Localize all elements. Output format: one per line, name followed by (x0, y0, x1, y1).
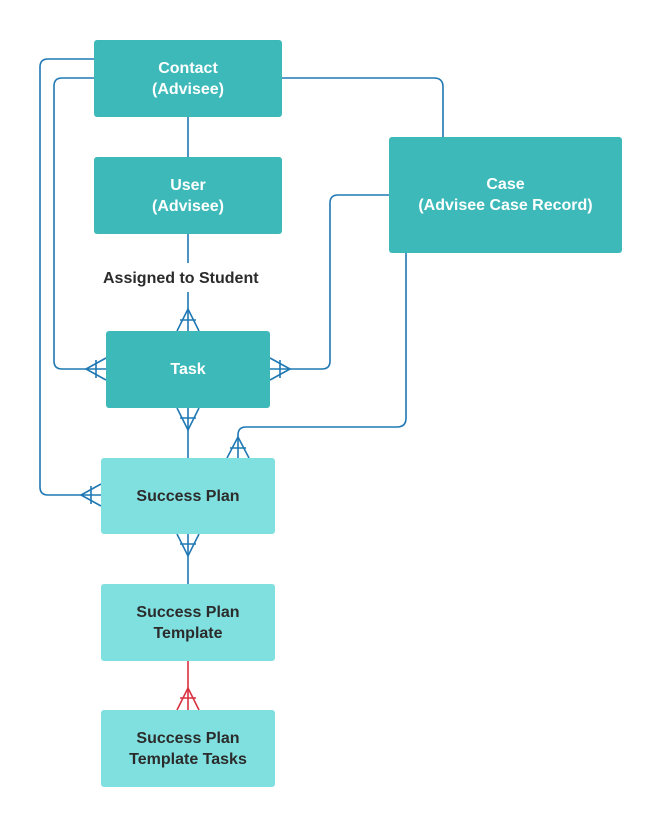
entity-case[interactable]: Case (Advisee Case Record) (389, 137, 622, 253)
crows-foot-task-left (84, 357, 107, 381)
crows-foot-success-plan-left (79, 483, 102, 507)
entity-user-subtitle: (Advisee) (151, 197, 225, 215)
edge-label-assigned-to-student: Assigned to Student (103, 270, 259, 287)
entity-success-plan-template-tasks-subtitle: Template Tasks (129, 750, 247, 768)
edge-contact-case (282, 77, 444, 137)
entity-case-subtitle: (Advisee Case Record) (418, 197, 593, 214)
entity-contact-title: Contact (158, 59, 218, 77)
crows-foot-template-tasks-top (176, 686, 200, 711)
entity-success-plan[interactable]: Success Plan (101, 458, 275, 534)
entity-user[interactable]: User (Advisee) (94, 157, 282, 234)
entity-task[interactable]: Task (106, 331, 270, 408)
edge-case-task (270, 194, 389, 370)
crows-foot-task-bottom (176, 407, 200, 432)
crows-foot-success-plan-bottom (176, 533, 200, 558)
entity-success-plan-template-tasks[interactable]: Success Plan Template Tasks (101, 710, 275, 787)
entity-contact[interactable]: Contact (Advisee) (94, 40, 282, 117)
entity-success-plan-template-tasks-title: Success Plan (136, 729, 240, 747)
entity-success-plan-title: Success Plan (136, 487, 240, 505)
entity-success-plan-template[interactable]: Success Plan Template (101, 584, 275, 661)
entity-task-title: Task (170, 361, 206, 378)
entity-user-title: User (170, 176, 206, 194)
edge-template-template-tasks (176, 661, 200, 711)
crows-foot-task-right (269, 357, 292, 381)
edge-case-success-plan (237, 253, 407, 458)
edge-contact-task (53, 77, 106, 370)
entity-success-plan-template-title: Success Plan (136, 603, 240, 621)
entity-success-plan-template-subtitle: Template (153, 624, 223, 642)
crows-foot-success-plan-top (226, 435, 250, 459)
crows-foot-markers (79, 307, 292, 558)
entity-case-title: Case (486, 176, 525, 193)
edge-contact-success-plan (39, 58, 101, 496)
crows-foot-task-top (176, 307, 200, 332)
entity-contact-subtitle: (Advisee) (151, 80, 225, 98)
